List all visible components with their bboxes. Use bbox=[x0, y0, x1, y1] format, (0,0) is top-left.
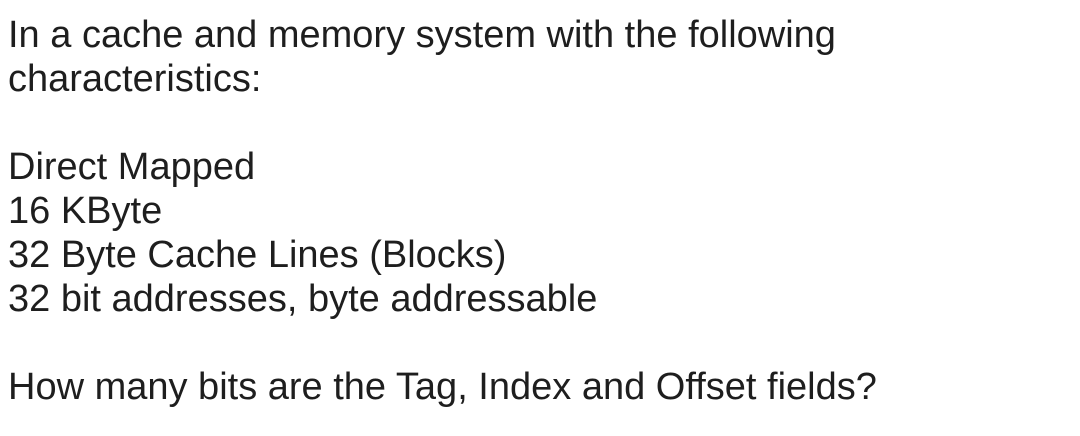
characteristic-cache-line-size: 32 Byte Cache Lines (Blocks) bbox=[8, 234, 507, 276]
characteristic-cache-size: 16 KByte bbox=[8, 190, 163, 232]
paragraph-spacer bbox=[8, 321, 1070, 365]
characteristic-mapping-type: Direct Mapped bbox=[8, 146, 256, 188]
question-intro-line-2: characteristics: bbox=[8, 58, 262, 100]
characteristic-address-width: 32 bit addresses, byte addressable bbox=[8, 278, 598, 320]
paragraph-spacer bbox=[8, 101, 1070, 145]
question-intro-line-1: In a cache and memory system with the fo… bbox=[8, 14, 836, 56]
question-prompt: How many bits are the Tag, Index and Off… bbox=[8, 366, 877, 408]
